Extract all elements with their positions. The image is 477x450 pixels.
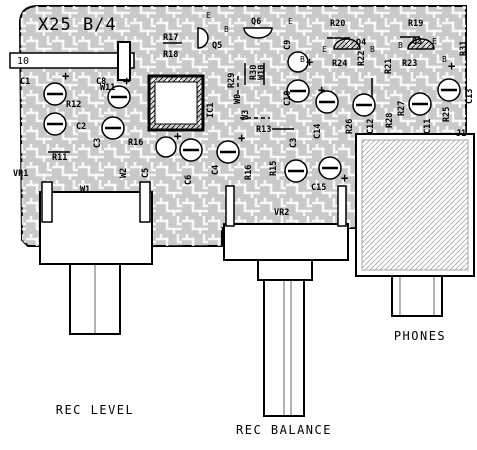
pin-letter-3: B bbox=[300, 55, 305, 64]
designator-q4-39: Q4 bbox=[356, 38, 366, 48]
designator-c12-29: C12 bbox=[366, 119, 376, 134]
designator-r13-14: R13 bbox=[256, 125, 271, 135]
designator-c4-33: C4 bbox=[211, 165, 221, 175]
designator-r17-0: R17 bbox=[163, 33, 178, 43]
designator-w1-42: W1 bbox=[80, 185, 90, 195]
rec-level-potentiometer bbox=[39, 181, 153, 335]
designator-c3-25: C3 bbox=[93, 138, 103, 148]
rec-balance-label: REC BALANCE bbox=[236, 423, 332, 437]
pin-letter-0: E bbox=[206, 11, 211, 20]
designator-r16-13: R16 bbox=[128, 138, 143, 148]
designator-r26-16: R26 bbox=[345, 119, 355, 134]
designator-c1-22: C1 bbox=[20, 77, 30, 87]
designator-r24-6: R24 bbox=[332, 59, 347, 69]
designator-c9-26: C9 bbox=[283, 40, 293, 50]
designator-r22-7: R22 bbox=[357, 51, 367, 66]
transistor-q4 bbox=[333, 38, 361, 50]
rec-level-label: REC LEVEL bbox=[56, 403, 135, 417]
pin-letter-8: B bbox=[442, 55, 447, 64]
designator-r20-4: R20 bbox=[330, 19, 345, 29]
designator-w11-47: W11 bbox=[100, 83, 115, 93]
designator-r12-11: R12 bbox=[66, 100, 81, 110]
designator-r31-10: R31 bbox=[459, 41, 469, 56]
designator-q6-38: Q6 bbox=[251, 17, 261, 27]
designator-vr2-49: VR2 bbox=[274, 208, 289, 218]
ic1-chip bbox=[147, 74, 205, 132]
designator-r16-20: R16 bbox=[244, 165, 254, 180]
capacitor-r16-pad bbox=[155, 136, 177, 158]
designator-c5-34: C5 bbox=[141, 168, 151, 178]
designator-c6-32: C6 bbox=[184, 175, 194, 185]
designator-r21-8: R21 bbox=[384, 59, 394, 74]
designator-r25-18: R25 bbox=[442, 107, 452, 122]
designator-c11-30: C11 bbox=[423, 119, 433, 134]
designator-r28-17: R28 bbox=[385, 113, 395, 128]
polarity-plus-mark: + bbox=[238, 131, 245, 145]
designator-ic1-41: IC1 bbox=[206, 103, 216, 118]
pin-letter-6: B bbox=[398, 41, 403, 50]
transistor-q3 bbox=[407, 38, 435, 50]
pin-letter-1: B bbox=[224, 25, 229, 34]
designator-r11-12: R11 bbox=[52, 153, 67, 163]
pin-letter-2: E bbox=[288, 17, 293, 26]
designator-w10-46: W10 bbox=[257, 65, 267, 80]
resistor-marks bbox=[48, 36, 420, 153]
designator-c2-24: C2 bbox=[76, 122, 86, 132]
board-title: X25 B/4 bbox=[38, 15, 117, 35]
designator-q5-37: Q5 bbox=[212, 41, 222, 51]
designator-w3-44: W3 bbox=[241, 110, 251, 120]
designator-c13-31: C13 bbox=[465, 89, 475, 104]
polarity-plus-mark: + bbox=[123, 74, 130, 88]
designator-r29-2: R29 bbox=[227, 73, 237, 88]
connector-header: 10 bbox=[9, 41, 135, 81]
designator-r18-1: R18 bbox=[163, 50, 178, 60]
designator-r19-5: R19 bbox=[408, 19, 423, 29]
polarity-plus-mark: + bbox=[318, 83, 325, 97]
polarity-plus-mark: + bbox=[448, 59, 455, 73]
designator-c8-23: C8 bbox=[96, 77, 106, 87]
transistor-q6 bbox=[243, 27, 273, 39]
designator-j1-50: J1 bbox=[456, 129, 466, 139]
designator-vr1-48: VR1 bbox=[13, 169, 28, 179]
rec-balance-potentiometer bbox=[223, 185, 349, 417]
pin-letter-5: B bbox=[370, 45, 375, 54]
polarity-plus-mark: + bbox=[62, 69, 69, 83]
connector-pin-label: 10 bbox=[17, 56, 29, 67]
designator-r27-15: R27 bbox=[397, 101, 407, 116]
polarity-plus-mark: + bbox=[306, 55, 313, 69]
designator-c10-27: C10 bbox=[283, 91, 293, 106]
pin-letter-7: E bbox=[432, 37, 437, 46]
phones-label: PHONES bbox=[394, 329, 446, 343]
designator-w2-43: W2 bbox=[119, 168, 129, 178]
phones-jack bbox=[355, 133, 475, 317]
capacitor-c9 bbox=[287, 51, 309, 73]
designator-c15-36: C15 bbox=[311, 183, 326, 193]
designator-r23-9: R23 bbox=[402, 59, 417, 69]
transistor-q5 bbox=[197, 27, 209, 49]
designator-r30-3: R30 bbox=[249, 65, 259, 80]
designator-q3-40: Q3 bbox=[412, 37, 422, 47]
designator-c3-35: C3 bbox=[289, 138, 299, 148]
pin-letter-4: E bbox=[322, 45, 327, 54]
designator-c14-28: C14 bbox=[313, 124, 323, 139]
polarity-plus-mark: + bbox=[174, 129, 181, 143]
designator-r15-19: R15 bbox=[269, 161, 279, 176]
designator-w9-45: W9 bbox=[233, 94, 243, 104]
polarity-plus-mark: + bbox=[341, 171, 348, 185]
